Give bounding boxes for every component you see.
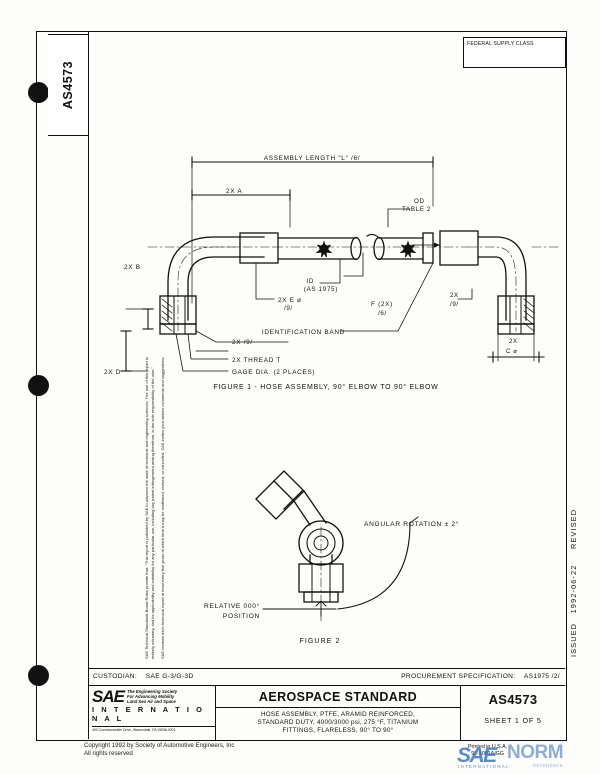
label-2x-c-dia: C ⌀ — [506, 348, 518, 355]
procurement-field: PROCUREMENT SPECIFICATION: AS1975 /2/ — [401, 673, 560, 680]
printed-line-2: 92-1001A/GG — [471, 751, 504, 757]
disclaimer-block: SAE Technical Standards Board Rules prov… — [52, 196, 165, 666]
issued-label: ISSUED — [569, 622, 578, 657]
label-od-table: TABLE 2 — [402, 206, 431, 213]
sae-tagline-3: Land Sea Air and Space — [126, 699, 176, 705]
label-2x-a: 2X A — [226, 188, 242, 195]
copyright-line-1: Copyright 1992 by Society of Automotive … — [84, 742, 235, 749]
label-id: ID — [306, 278, 314, 285]
sae-tagline: The Engineering Society For Advancing Mo… — [127, 689, 177, 704]
label-identification-band: IDENTIFICATION BAND — [262, 329, 345, 336]
title-cell: AEROSPACE STANDARD HOSE ASSEMBLY, PTFE, … — [216, 686, 461, 740]
label-f-2x: F (2X) — [371, 301, 393, 308]
issued-revised-block: ISSUED 1992-06-22 REVISED — [568, 0, 596, 774]
standard-title: HOSE ASSEMBLY, PTFE, ARAMID REINFORCED, … — [216, 708, 460, 736]
label-2x-e-note: /9/ — [284, 305, 293, 312]
punch-hole-icon — [28, 665, 49, 686]
label-right-note9: /9/ — [450, 301, 459, 308]
watermark-norm: NORM — [507, 742, 564, 763]
sae-logo-cell: SAE The Engineering Society For Advancin… — [88, 686, 216, 740]
standard-title-line3: FITTINGS, FLARELESS, 90° TO 90° — [282, 727, 394, 735]
label-relative-position: RELATIVE 000° — [204, 602, 260, 610]
sae-tagline-2: For Advancing Mobility — [126, 694, 175, 700]
punch-hole-icon — [28, 82, 49, 103]
copyright-line-2: All rights reserved — [84, 750, 133, 757]
watermark-reference: REFERENCE — [533, 763, 564, 768]
label-f-2x-note: /6/ — [378, 310, 387, 317]
sae-international: I N T E R N A T I O N A L — [92, 705, 205, 724]
sheet-number: SHEET 1 OF 5 — [484, 716, 542, 725]
sae-address: 400 Commonwealth Drive, Warrendale, PA 1… — [92, 725, 215, 732]
title-block-main-row: SAE The Engineering Society For Advancin… — [88, 686, 565, 740]
printed-line-1: Printed in U.S.A. — [468, 744, 508, 750]
document-number-tab: AS4573 — [48, 34, 89, 136]
label-2x-b: 2X B — [124, 264, 141, 271]
procurement-label: PROCUREMENT SPECIFICATION: — [401, 672, 516, 680]
technical-drawing: ASSEMBLY LENGTH "L" /6/ 2X A OD TABLE 2 … — [104, 155, 559, 645]
custodian-value: SAE G-3/G-3D — [145, 672, 194, 680]
watermark-international: INTERNATIONAL — [458, 764, 510, 769]
standard-title-line1: HOSE ASSEMBLY, PTFE, ARAMID REINFORCED, — [260, 711, 416, 718]
document-number: AS4573 — [488, 692, 538, 707]
federal-supply-class-box: FEDERAL SUPPLY CLASS — [463, 37, 566, 68]
federal-supply-class-label: FEDERAL SUPPLY CLASS — [467, 40, 534, 47]
label-2x-c: 2X — [509, 338, 518, 345]
label-2x-e: 2X E ⌀ — [278, 297, 302, 304]
label-2x-thread: 2X THREAD T — [232, 357, 281, 364]
title-block-top-row: CUSTODIAN: SAE G-3/G-3D PROCUREMENT SPEC… — [88, 669, 565, 686]
document-number-cell: AS4573 SHEET 1 OF 5 — [461, 686, 565, 740]
label-od: OD — [414, 198, 425, 205]
figure2-caption: FIGURE 2 — [299, 638, 340, 645]
procurement-value: AS1975 /2/ — [523, 672, 560, 680]
figure1-caption: FIGURE 1 - HOSE ASSEMBLY, 90° ELBOW TO 9… — [213, 383, 438, 391]
custodian-label: CUSTODIAN: — [93, 672, 138, 680]
label-id-spec: (AS 1975) — [304, 286, 338, 293]
printed-notice: Printed in U.S.A. 92-1001A/GG — [468, 744, 507, 758]
sae-wordmark: SAE — [92, 687, 125, 706]
label-gage-dia: GAGE DIA. (2 PLACES) — [232, 369, 315, 376]
label-right-2x: 2X — [450, 292, 459, 299]
label-2x-note9: 2X /9/ — [232, 339, 253, 346]
label-2x-d: 2X D — [104, 369, 121, 376]
custodian-field: CUSTODIAN: SAE G-3/G-3D — [93, 673, 194, 680]
revised-label: REVISED — [569, 508, 578, 549]
copyright-notice: Copyright 1992 by Society of Automotive … — [84, 742, 234, 758]
label-angular-rotation: ANGULAR ROTATION ± 2° — [364, 520, 459, 528]
document-number-vertical: AS4573 — [61, 60, 75, 110]
standard-title-line2: STANDARD DUTY, 4000/3000 psi, 275 °F, TI… — [257, 719, 419, 727]
issued-date: 1992-06-22 — [569, 564, 578, 614]
label-relative-position-2: POSITION — [223, 613, 260, 620]
page-border-inner — [88, 31, 566, 739]
title-block: CUSTODIAN: SAE G-3/G-3D PROCUREMENT SPEC… — [88, 668, 565, 740]
drawing-area: ASSEMBLY LENGTH "L" /6/ 2X A OD TABLE 2 … — [88, 31, 565, 668]
issued-text: ISSUED 1992-06-22 — [569, 565, 578, 657]
sae-logo: SAE The Engineering Society For Advancin… — [92, 687, 215, 706]
punch-hole-icon — [28, 375, 49, 396]
standard-type: AEROSPACE STANDARD — [216, 686, 460, 708]
label-assembly-length: ASSEMBLY LENGTH "L" /6/ — [264, 155, 360, 162]
sae-tagline-1: The Engineering Society — [126, 689, 178, 694]
